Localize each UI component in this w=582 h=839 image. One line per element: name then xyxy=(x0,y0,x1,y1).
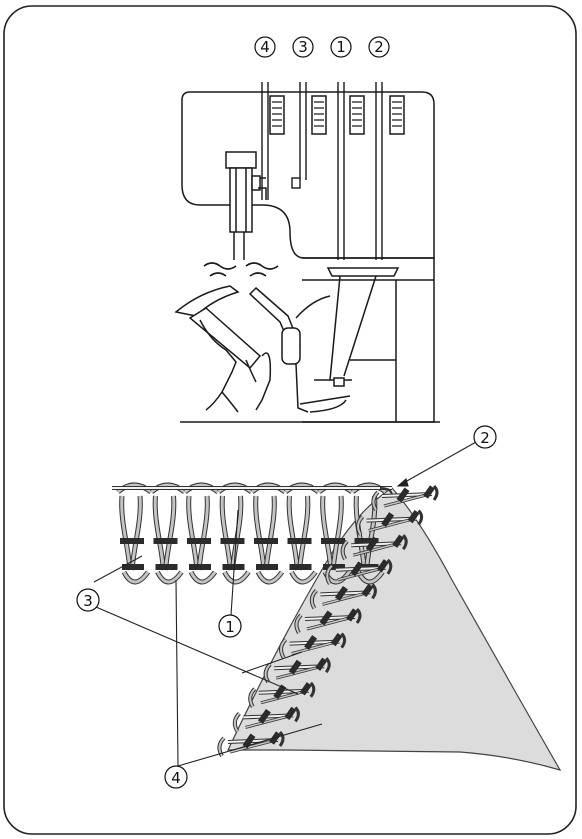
stitch-detail: 2 1 3 4 xyxy=(76,425,562,789)
bottom-callout-4: 4 xyxy=(164,765,188,789)
bottom-callout-3-text: 3 xyxy=(83,592,93,610)
top-stitch-unit xyxy=(283,482,321,585)
diagonal-stitch-unit xyxy=(340,534,408,561)
machine-illustration xyxy=(174,82,440,423)
top-callouts: 4 3 1 2 xyxy=(254,36,390,58)
diagonal-stitch-unit xyxy=(232,706,300,733)
fabric-swatch xyxy=(227,487,562,771)
top-stitch-unit xyxy=(149,482,187,585)
lower-looper xyxy=(174,285,272,413)
thread-path-2 xyxy=(375,82,383,260)
wavy-threads xyxy=(203,262,279,277)
looper-bottom-lines xyxy=(299,379,352,413)
looper-thread-guides xyxy=(326,267,400,277)
diagonal-stitch-unit xyxy=(371,484,439,512)
thread-path-1 xyxy=(337,82,345,260)
top-callout-2-text: 2 xyxy=(374,38,384,56)
top-callout-1: 1 xyxy=(330,36,352,58)
top-stitch-unit xyxy=(116,482,153,585)
diagonal-stitch-unit xyxy=(325,558,393,585)
top-stitch-unit xyxy=(216,482,254,585)
upper-looper xyxy=(248,286,331,413)
top-stitch-unit xyxy=(250,482,287,585)
top-callout-1-text: 1 xyxy=(336,38,346,56)
thread-path-4 xyxy=(261,82,269,200)
tension-dials xyxy=(269,95,405,135)
needle-assembly xyxy=(225,151,267,260)
looper-thread-line-2 xyxy=(343,275,377,377)
diagonal-stitch-unit xyxy=(279,632,347,659)
machine-housing-outline xyxy=(181,91,435,259)
bottom-callout-4-text: 4 xyxy=(171,769,181,787)
top-callout-2: 2 xyxy=(368,36,390,58)
thread-path-3 xyxy=(291,82,307,189)
top-callout-3-text: 3 xyxy=(298,38,308,56)
bottom-callout-2: 2 xyxy=(473,425,497,449)
diagonal-stitch-unit xyxy=(309,583,377,610)
leader-lines xyxy=(93,441,477,767)
looper-thread-line-1 xyxy=(329,275,341,381)
diagonal-stitch-unit xyxy=(294,607,362,635)
top-callout-4: 4 xyxy=(254,36,276,58)
machine-lower-body xyxy=(302,257,435,423)
bottom-callout-2-text: 2 xyxy=(480,429,490,447)
diagonal-stitch-unit xyxy=(356,509,424,536)
top-callout-4-text: 4 xyxy=(260,38,270,56)
looper-tension-block xyxy=(333,377,345,387)
bottom-callout-1-left: 1 xyxy=(218,614,242,638)
bottom-callout-3: 3 xyxy=(76,588,100,612)
top-callout-3: 3 xyxy=(292,36,314,58)
bottom-callout-1-left-text: 1 xyxy=(225,618,235,636)
top-stitch-unit xyxy=(183,482,220,585)
frame-border xyxy=(3,5,577,835)
diagonal-stitch-row xyxy=(217,484,439,758)
